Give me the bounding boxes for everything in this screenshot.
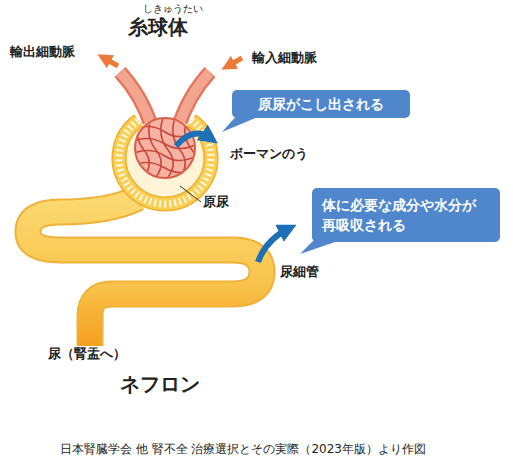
part-label: 輸入細動脈 — [252, 50, 317, 66]
part-label: 原尿 — [203, 194, 229, 210]
capillary-loops — [132, 115, 200, 182]
leader-line — [180, 186, 201, 202]
part-label: 尿細管 — [280, 264, 319, 280]
efferent-flow-arrow — [104, 58, 118, 66]
part-label: ボーマンのう — [230, 146, 308, 162]
callout-box: 体に必要な成分や水分が 再吸収される — [312, 188, 500, 242]
reabsorption-arrow — [258, 229, 288, 262]
part-label: しきゅうたい — [143, 3, 203, 15]
part-label: 糸球体 — [128, 15, 188, 39]
tubule-outline — [28, 198, 262, 346]
source-caption: 日本腎臓学会 他 腎不全 治療選択とその実際（2023年版）より作図 — [60, 442, 426, 456]
afferent-flow-arrow — [228, 58, 242, 66]
diagram-title: ネフロン — [120, 372, 200, 396]
filtration-arrow — [176, 134, 210, 147]
callout-text: 原尿がこし出される — [238, 94, 404, 114]
part-label: 輸出細動脈 — [10, 44, 75, 60]
callout-box: 原尿がこし出される — [232, 90, 410, 118]
tubule — [28, 198, 262, 346]
callout-text: 体に必要な成分や水分が 再吸収される — [322, 195, 490, 236]
part-label: 尿（腎盂へ） — [48, 346, 126, 362]
